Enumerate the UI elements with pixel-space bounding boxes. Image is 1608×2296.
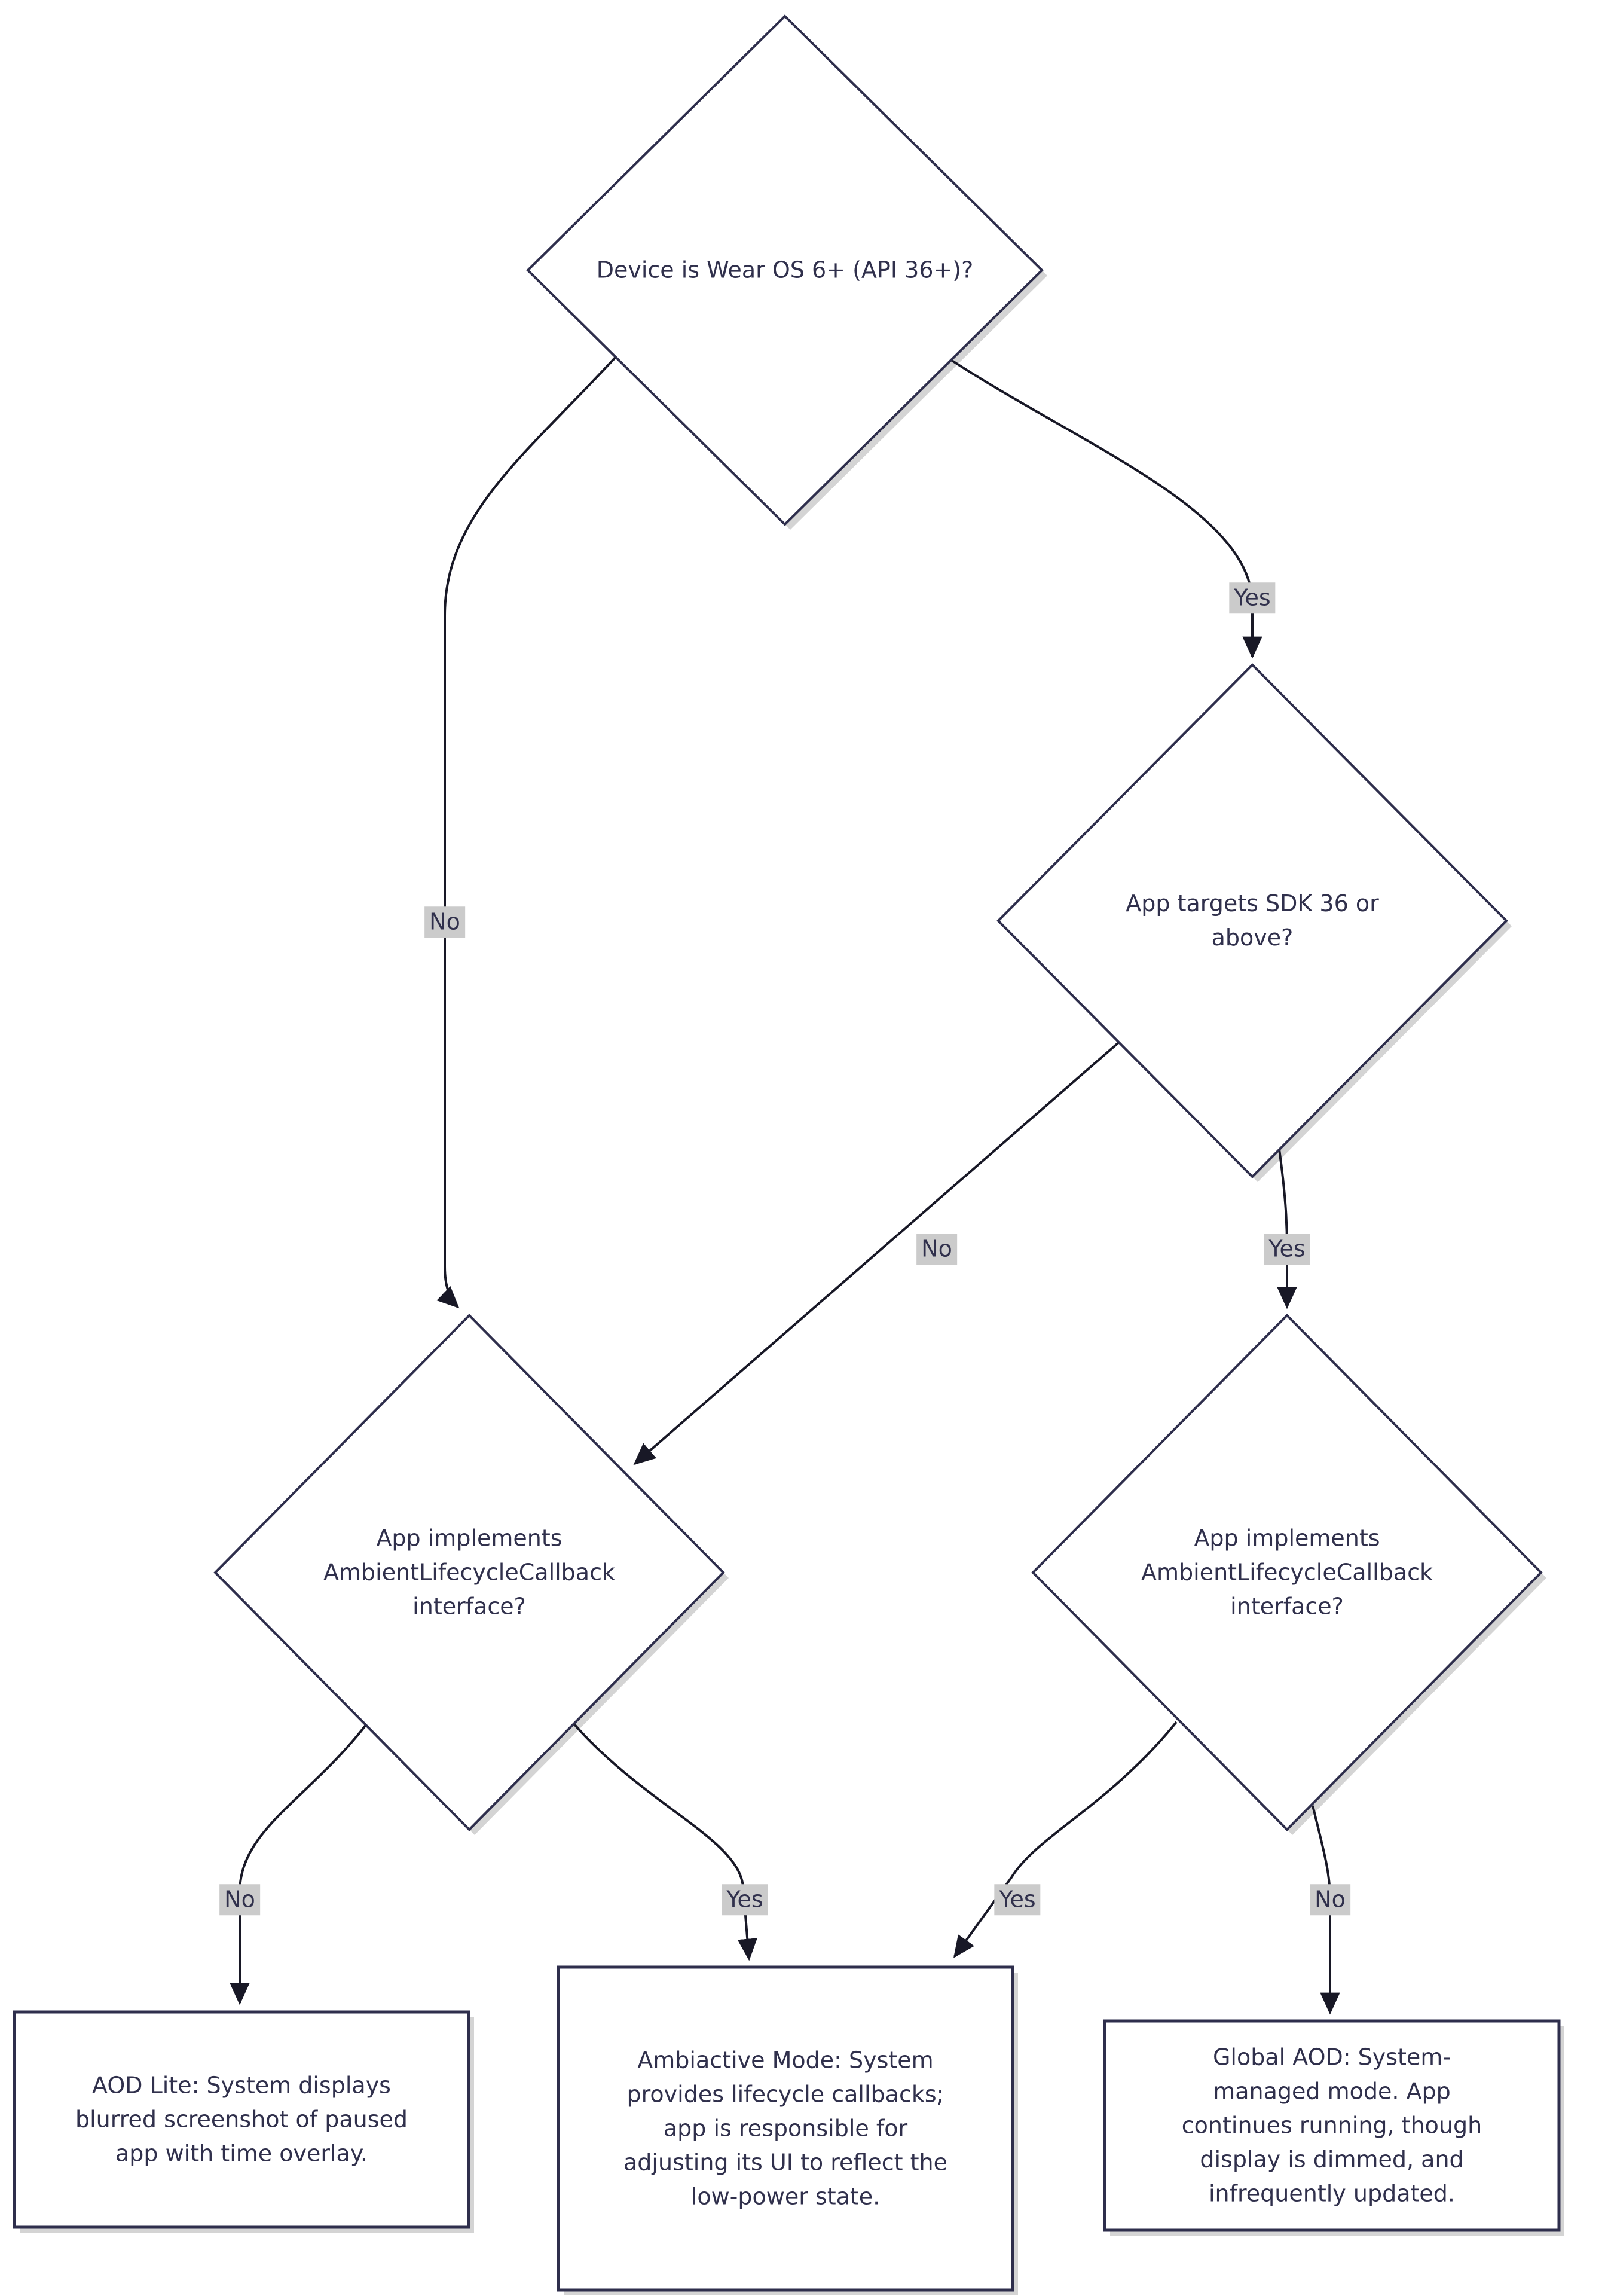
- edge-sdk-yes: [1277, 1149, 1297, 1309]
- decision-implements-callback-left-label: App implements AmbientLifecycleCallback …: [323, 1525, 615, 1620]
- edge-label-left-yes: Yes: [722, 1884, 768, 1915]
- edge-root-yes: [950, 359, 1262, 659]
- edge-label-left-no: No: [219, 1884, 260, 1915]
- edge-label-right-no: No: [1310, 1884, 1350, 1915]
- edge-left-no: [230, 1724, 367, 2005]
- decision-implements-callback-right-label: App implements AmbientLifecycleCallback …: [1141, 1525, 1433, 1620]
- result-ambiactive-shape: [557, 1965, 1014, 2292]
- decision-targets-sdk36-label: App targets SDK 36 or above?: [1126, 890, 1379, 951]
- decision-implements-callback-right-shape: [1031, 1314, 1543, 1831]
- edge-label-root-yes: Yes: [1229, 582, 1276, 613]
- edge-label-right-yes: Yes: [994, 1884, 1041, 1915]
- result-global-aod-shape: [1103, 2019, 1561, 2232]
- edge-root-no: [436, 356, 617, 1309]
- result-aod-lite-label: AOD Lite: System displays blurred screen…: [75, 2072, 408, 2167]
- decision-device-wearos-shape: [526, 14, 1044, 526]
- result-aod-lite-shape: [13, 2010, 470, 2229]
- edge-label-sdk-yes: Yes: [1264, 1234, 1310, 1265]
- decision-device-wearos-label: Device is Wear OS 6+ (API 36+)?: [596, 257, 974, 283]
- decision-implements-callback-left-shape: [213, 1314, 725, 1831]
- edge-sdk-no: [633, 1041, 1120, 1465]
- edge-label-sdk-no: No: [916, 1234, 957, 1265]
- edge-label-root-no: No: [424, 906, 465, 938]
- edge-right-yes: [953, 1721, 1178, 1958]
- decision-targets-sdk36-shape: [996, 663, 1508, 1178]
- result-ambiactive-label: Ambiactive Mode: System provides lifecyc…: [623, 2047, 947, 2210]
- edge-left-yes: [573, 1723, 757, 1961]
- result-global-aod-label: Global AOD: System-managed mode. App con…: [1181, 2044, 1482, 2207]
